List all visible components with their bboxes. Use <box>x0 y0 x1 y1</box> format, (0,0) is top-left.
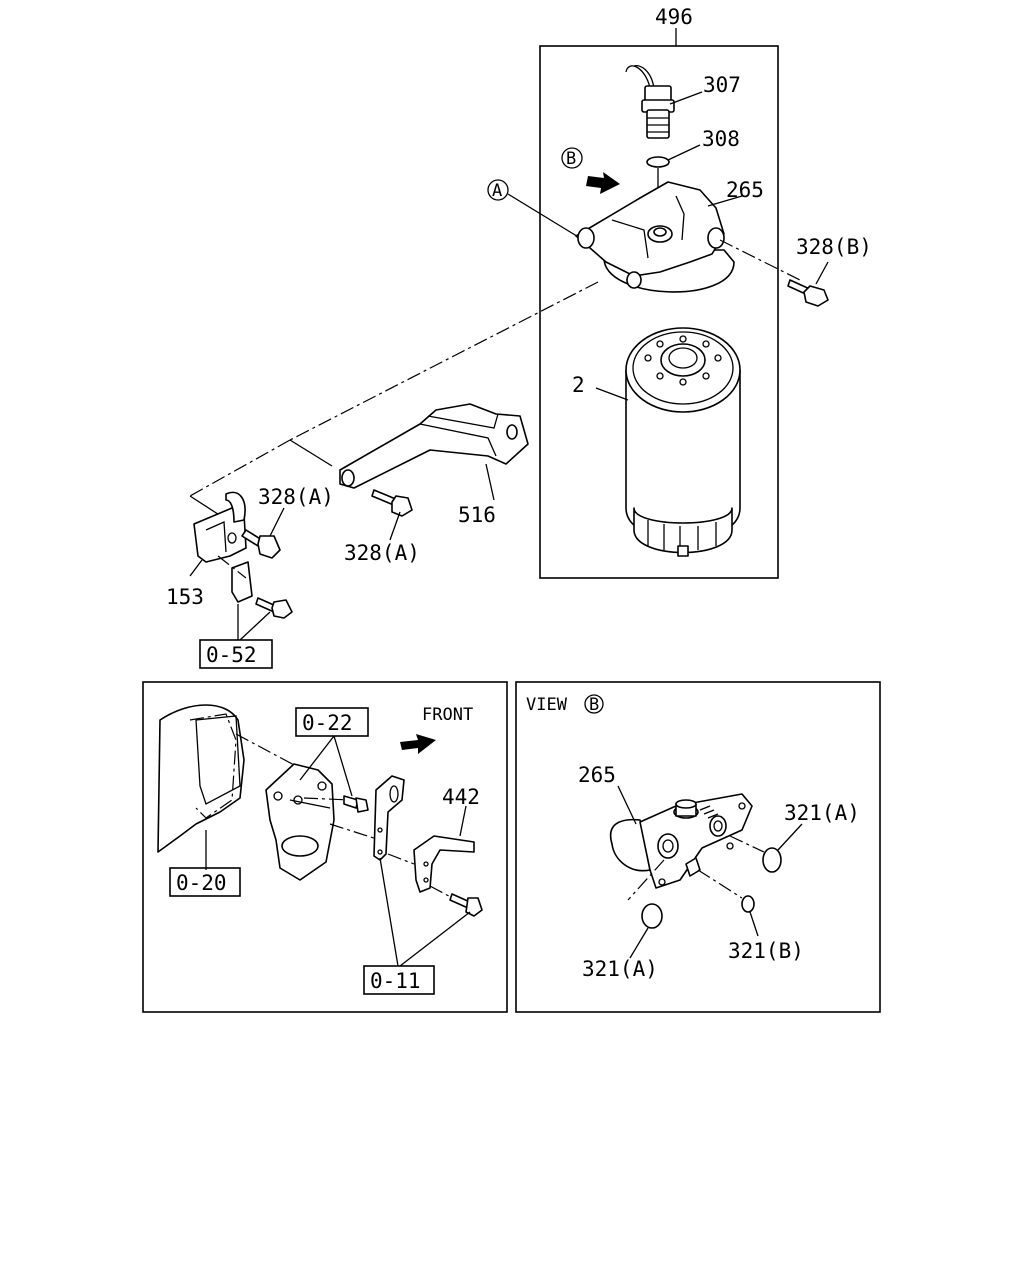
filter-head-rear <box>609 793 753 889</box>
bolt-022 <box>343 795 369 813</box>
o-ring-label: 308 <box>702 127 740 151</box>
bolt-ref-052 <box>255 597 293 619</box>
ref-022-label: 0-22 <box>302 711 353 735</box>
marker-b-circle <box>561 147 583 169</box>
inset-view-b: VIEW B 265 321(A) 321(A <box>515 681 881 1013</box>
o-ring-321b <box>741 895 755 913</box>
inset-engine: 0-22 FRONT 442 0-11 0-20 <box>142 681 508 1013</box>
filter-element-2 <box>625 327 741 557</box>
view-marker-circle <box>584 694 604 714</box>
inset-view-b-box <box>515 681 881 1013</box>
ref-011-label: 0-11 <box>370 969 421 993</box>
clip-label: 153 <box>166 585 204 609</box>
o-ring-a-top-label: 321(A) <box>784 801 860 825</box>
ref-011-box <box>363 965 435 995</box>
strap <box>373 775 405 861</box>
o-ring-321a-bottom <box>641 903 663 929</box>
o-ring-a-bottom-label: 321(A) <box>582 957 658 981</box>
bolt-328b <box>787 279 829 307</box>
engine-block <box>157 704 245 853</box>
o-ring-321a-top <box>762 847 782 873</box>
ref-022-box <box>295 707 369 737</box>
main-diagram: 496 307 308 B A <box>166 5 872 669</box>
ref-052-label: 0-52 <box>206 643 257 667</box>
ref-020-box <box>169 867 241 897</box>
bracket-label: 516 <box>458 503 496 527</box>
bracket-442 <box>413 835 475 893</box>
bolt-bracket-label: 328(A) <box>344 541 420 565</box>
inset-engine-box <box>142 681 508 1013</box>
bolt-328a-clip <box>241 529 281 559</box>
view-label: VIEW <box>526 695 568 715</box>
front-label: FRONT <box>422 705 473 725</box>
clip-153 <box>193 491 253 603</box>
marker-a-text: A <box>492 181 502 201</box>
filter-element-label: 2 <box>572 373 585 397</box>
bolt-011 <box>449 893 483 917</box>
ref-020-label: 0-20 <box>176 871 227 895</box>
bolt-328a-bracket <box>371 489 413 517</box>
bracket-516 <box>339 403 529 489</box>
o-ring-b-label: 321(B) <box>728 939 804 963</box>
front-arrow-icon <box>400 734 436 754</box>
sensor-label: 307 <box>703 73 741 97</box>
filter-head-label: 265 <box>726 178 764 202</box>
bolt-b-label: 328(B) <box>796 235 872 259</box>
assembly-496-box <box>539 45 779 579</box>
view-filter-head-label: 265 <box>578 763 616 787</box>
bolt-clip-label: 328(A) <box>258 485 334 509</box>
alignment-line <box>289 281 599 441</box>
mount-bracket <box>265 763 335 881</box>
o-ring-308 <box>646 156 670 168</box>
marker-b-text: B <box>566 149 576 169</box>
marker-a-circle <box>487 179 509 201</box>
filter-head-265 <box>575 181 735 293</box>
direction-arrow-icon <box>586 172 620 194</box>
bracket-442-label: 442 <box>442 785 480 809</box>
assembly-label: 496 <box>655 5 693 29</box>
view-marker-text: B <box>589 695 599 715</box>
sensor-307 <box>625 64 675 139</box>
ref-052-box <box>199 639 273 669</box>
